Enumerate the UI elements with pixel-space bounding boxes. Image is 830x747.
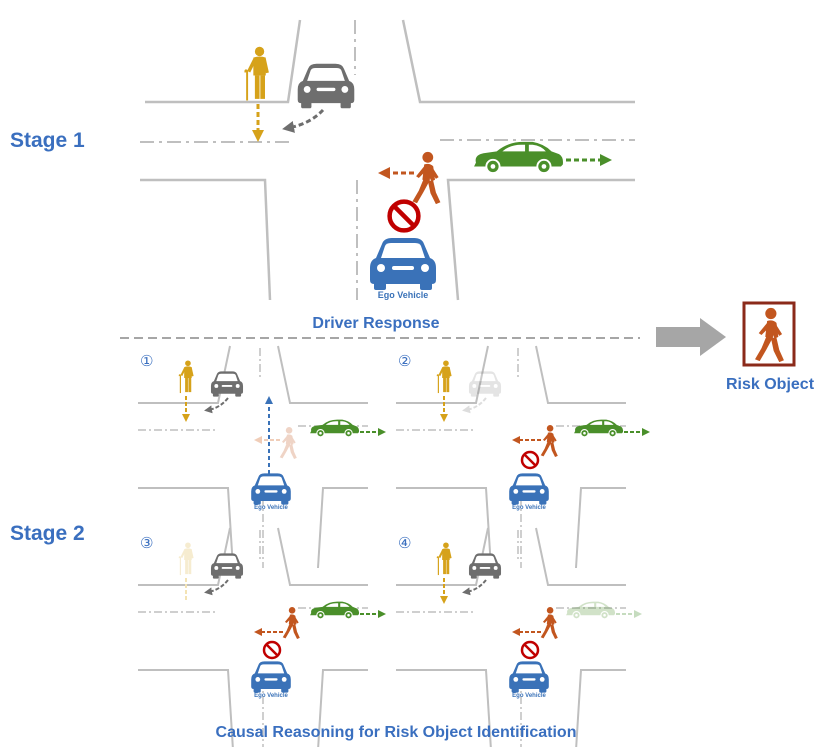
stop-sign-icon bbox=[520, 640, 540, 660]
ego-vehicle-label: Ego Vehicle bbox=[254, 693, 288, 699]
masked-grey-car-icon bbox=[468, 371, 502, 397]
stop-sign-icon bbox=[262, 640, 282, 660]
masked-elderly-pedestrian-icon bbox=[178, 542, 195, 576]
masked-pedestrian-icon bbox=[279, 427, 297, 459]
ego-vehicle-icon bbox=[509, 473, 549, 505]
green-car-icon bbox=[573, 419, 624, 438]
pedestrian-icon bbox=[540, 425, 558, 457]
elderly-pedestrian-icon bbox=[244, 46, 271, 102]
ego-vehicle-label: Ego Vehicle bbox=[378, 290, 429, 300]
grey-car-icon bbox=[468, 553, 502, 579]
ego-vehicle-icon bbox=[251, 661, 291, 693]
elderly-pedestrian-icon bbox=[178, 360, 195, 394]
stage1-scene: Ego Vehicle bbox=[140, 19, 635, 301]
pedestrian-icon bbox=[540, 607, 558, 639]
ego-vehicle-label: Ego Vehicle bbox=[254, 505, 288, 511]
stop-sign-icon bbox=[520, 450, 540, 470]
elderly-pedestrian-icon bbox=[436, 360, 453, 394]
stop-sign-icon bbox=[390, 202, 419, 231]
ego-vehicle-label: Ego Vehicle bbox=[512, 693, 546, 699]
green-car-icon bbox=[309, 419, 360, 438]
grey-car-icon bbox=[210, 371, 244, 397]
pedestrian-icon bbox=[282, 607, 300, 639]
green-car-icon bbox=[473, 140, 564, 174]
scenario-1: ① Ego Vehicle bbox=[137, 345, 386, 569]
scenario-marker: ② bbox=[398, 353, 411, 370]
ego-vehicle-icon bbox=[251, 473, 291, 505]
scenario-4: ④ Ego Vehicle bbox=[395, 527, 642, 747]
stage1-label: Stage 1 bbox=[10, 129, 85, 152]
elderly-pedestrian-icon bbox=[436, 542, 453, 576]
ego-vehicle-icon bbox=[370, 238, 436, 290]
masked-green-car-icon bbox=[565, 601, 616, 620]
ego-vehicle-icon bbox=[509, 661, 549, 693]
caption: Causal Reasoning for Risk Object Identif… bbox=[216, 724, 577, 741]
ego-vehicle-label: Ego Vehicle bbox=[512, 505, 546, 511]
grey-car-icon bbox=[210, 553, 244, 579]
risk-object-label: Risk Object bbox=[726, 376, 815, 393]
scenario-3: ③ Ego Vehicle bbox=[137, 527, 386, 747]
driver-response-label: Driver Response bbox=[312, 315, 439, 332]
stage2-label: Stage 2 bbox=[10, 522, 85, 545]
scenario-marker: ④ bbox=[398, 535, 411, 552]
scenario-marker: ① bbox=[140, 353, 153, 370]
scenario-2: ② Ego Vehicle bbox=[395, 345, 650, 569]
risk-object-box bbox=[742, 301, 796, 367]
pedestrian-icon bbox=[412, 151, 441, 205]
grey-car-icon bbox=[297, 63, 355, 109]
big-arrow-icon bbox=[656, 318, 726, 356]
scenario-marker: ③ bbox=[140, 535, 153, 552]
green-car-icon bbox=[309, 601, 360, 620]
